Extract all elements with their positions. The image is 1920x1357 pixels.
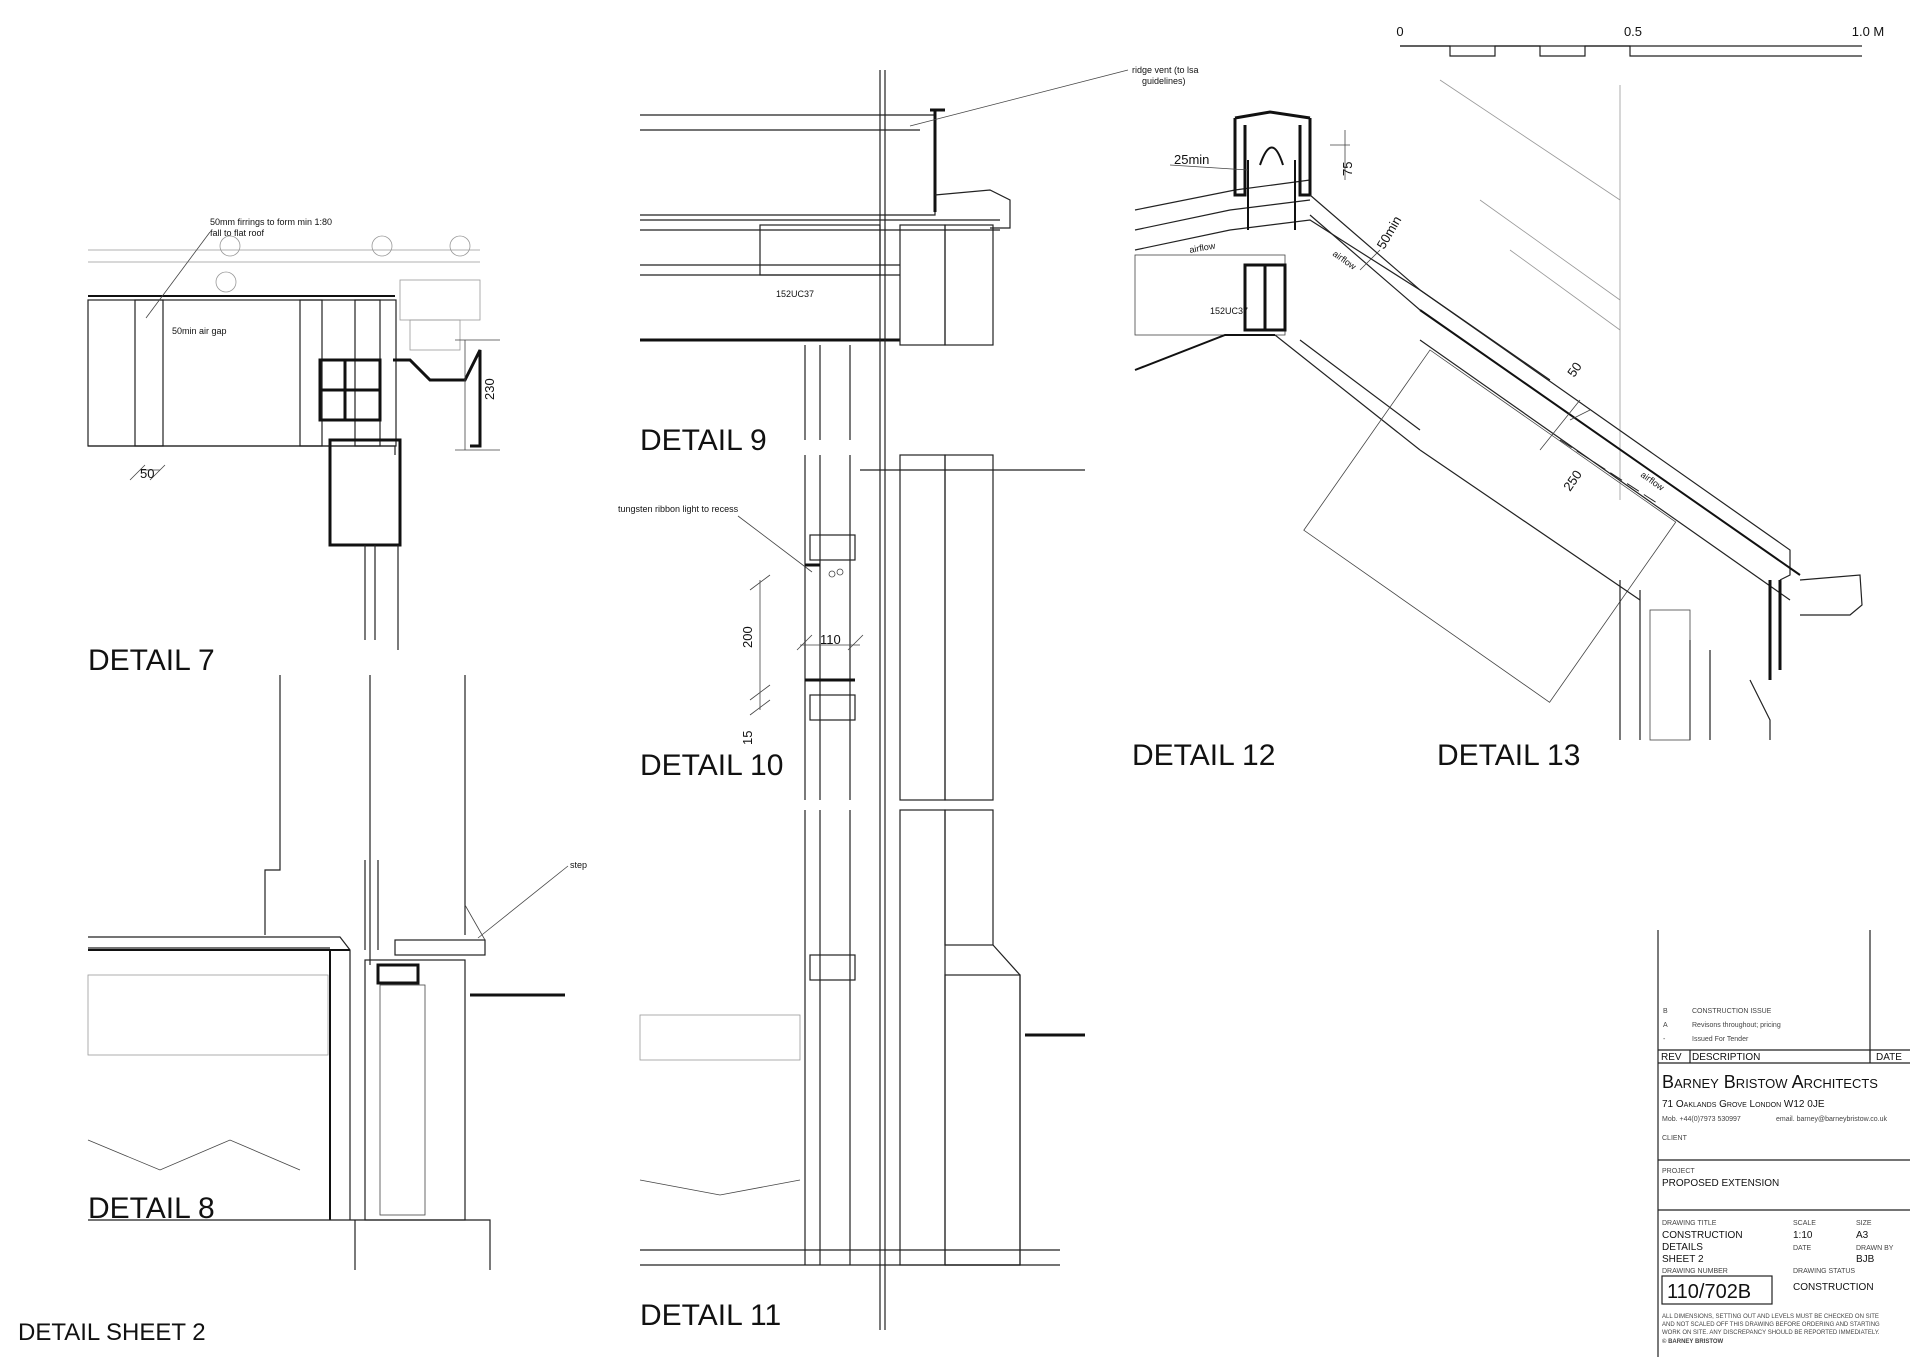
annotation-ridge-vent-line2: guidelines)	[1142, 76, 1186, 86]
client-label: CLIENT	[1662, 1135, 1688, 1142]
dim-d7-230: 230	[482, 378, 497, 400]
detail-11-title: DETAIL 11	[640, 1299, 781, 1332]
detail-10-drawing	[749, 454, 1085, 801]
description-header: DESCRIPTION	[1692, 1052, 1760, 1063]
dim-d13-250: 250	[1560, 467, 1585, 493]
detail-9-title: DETAIL 9	[640, 424, 767, 457]
drawing-title-line2: DETAILS	[1662, 1242, 1703, 1253]
dim-d13-50: 50	[1564, 359, 1585, 379]
detail-8-drawing	[87, 675, 565, 1270]
sheet-title: DETAIL SHEET 2	[18, 1319, 206, 1346]
annotation-firrings-line1: 50mm firrings to form min 1:80	[210, 217, 332, 227]
scale-tick-1-0: 1.0 M	[1852, 24, 1885, 39]
detail-10-title: DETAIL 10	[640, 749, 783, 782]
drawing-status-label: DRAWING STATUS	[1793, 1268, 1855, 1275]
drawn-by-value: BJB	[1856, 1254, 1875, 1265]
annotation-air-gap: 50min air gap	[172, 326, 227, 336]
project-name: PROPOSED EXTENSION	[1662, 1178, 1779, 1189]
annotation-ridge-vent-line1: ridge vent (to lsa	[1132, 65, 1199, 75]
scale-tick-0-5: 0.5	[1624, 24, 1642, 39]
firm-address: 71 Oaklands Grove London W12 0JE	[1662, 1099, 1825, 1110]
dim-d12-75: 75	[1340, 162, 1355, 176]
dim-d12-50min: 50min	[1374, 213, 1405, 251]
project-label: PROJECT	[1662, 1168, 1695, 1175]
revision-b-desc: CONSTRUCTION ISSUE	[1692, 1008, 1772, 1015]
annotation-airflow-1: airflow	[1189, 241, 1217, 255]
annotation-beam-152uc37-d12: 152UC37	[1210, 306, 1248, 316]
revision-dash-desc: Issued For Tender	[1692, 1036, 1749, 1043]
detail-7-drawing	[87, 235, 500, 650]
rev-header: REV	[1661, 1052, 1682, 1063]
drawing-number: 110/702B	[1667, 1281, 1751, 1303]
drawn-by-label: DRAWN BY	[1856, 1245, 1894, 1252]
revision-a-desc: Revisons throughout; pricing	[1692, 1022, 1781, 1029]
detail-12-drawing	[1134, 110, 1551, 451]
drawing-number-label: DRAWING NUMBER	[1662, 1268, 1728, 1275]
drawing-title-label: DRAWING TITLE	[1662, 1220, 1717, 1227]
detail-8-title: DETAIL 8	[88, 1192, 215, 1225]
scale-bar: 0 0.5 1.0 M	[1396, 24, 1885, 57]
date-label: DATE	[1793, 1245, 1811, 1252]
annotation-beam-152uc37-d9: 152UC37	[776, 289, 814, 299]
detail-11-drawing	[639, 809, 1085, 1266]
size-value: A3	[1856, 1230, 1869, 1241]
detail-13-title: DETAIL 13	[1437, 739, 1580, 772]
detail-13-drawing	[1303, 79, 1863, 741]
annotation-firrings-line2: fall to flat roof	[210, 228, 265, 238]
revision-b-code: B	[1663, 1008, 1668, 1015]
firm-email: email. barney@barneybristow.co.uk	[1776, 1116, 1887, 1123]
scale-tick-0: 0	[1396, 24, 1403, 39]
annotation-airflow-2: airflow	[1331, 248, 1358, 271]
revision-a-code: A	[1663, 1022, 1668, 1029]
annotation-step: step	[570, 860, 587, 870]
disclaimer-line2: AND NOT SCALED OFF THIS DRAWING BEFORE O…	[1662, 1322, 1880, 1328]
detail-9-drawing	[640, 70, 1011, 1330]
drawing-title-line1: CONSTRUCTION	[1662, 1230, 1743, 1241]
drawing-number-box	[1661, 1275, 1773, 1305]
dim-d12-25min: 25min	[1174, 152, 1209, 167]
firm-mobile: Mob. +44(0)7973 530997	[1662, 1116, 1741, 1123]
detail-12-title: DETAIL 12	[1132, 739, 1275, 772]
drawing-title-line3: SHEET 2	[1662, 1254, 1704, 1265]
dim-d7-50: 50	[140, 466, 154, 481]
detail-7-title: DETAIL 7	[88, 644, 215, 677]
scale-label: SCALE	[1793, 1220, 1816, 1227]
revision-dash-code: -	[1663, 1036, 1666, 1043]
drawing-status: CONSTRUCTION	[1793, 1282, 1874, 1293]
scale-value: 1:10	[1793, 1230, 1813, 1241]
firm-name: Barney Bristow Architects	[1662, 1072, 1878, 1092]
disclaimer-line1: ALL DIMENSIONS, SETTING OUT AND LEVELS M…	[1662, 1314, 1879, 1320]
size-label: SIZE	[1856, 1220, 1872, 1227]
disclaimer-line3: WORK ON SITE. ANY DISCREPANCY SHOULD BE …	[1662, 1330, 1880, 1336]
dim-d10-110: 110	[820, 632, 841, 647]
date-header: DATE	[1876, 1052, 1902, 1063]
copyright: © BARNEY BRISTOW	[1662, 1338, 1724, 1345]
dim-d10-15: 15	[740, 731, 755, 745]
dim-d10-200: 200	[740, 626, 755, 648]
annotation-ribbon-light: tungsten ribbon light to recess	[618, 504, 739, 514]
title-block	[1657, 930, 1910, 1357]
